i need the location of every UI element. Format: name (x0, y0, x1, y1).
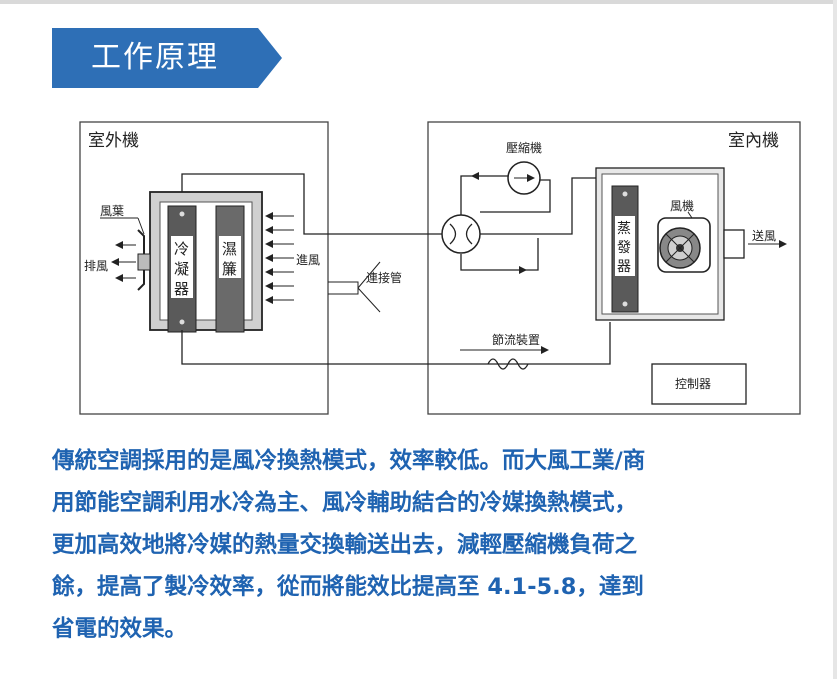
controller-box (651, 363, 747, 405)
condenser-label-1: 冷 (174, 240, 189, 258)
page-title: 工作原理 (91, 40, 219, 75)
working-principle-diagram: 室外機 室內機 冷 凝 器 濕 簾 風葉 排風 進風 連接管 (79, 121, 801, 415)
right-edge-strip (833, 0, 837, 679)
wet-curtain-label-1: 濕 (222, 240, 237, 258)
outdoor-unit-frame (79, 121, 329, 415)
fan-blade-label: 風葉 (100, 204, 124, 218)
intake-air-label: 進風 (296, 253, 320, 267)
supply-air-outlet (723, 229, 745, 259)
description-line-5: 省電的效果。 (52, 616, 188, 642)
evaporator-label-2: 發 (617, 240, 631, 256)
exhaust-air-label: 排風 (84, 259, 108, 273)
pipe-top (181, 173, 442, 235)
pipe-valve-bottom (460, 238, 539, 271)
evaporator-label-3: 器 (617, 259, 631, 275)
pipe-bottom (181, 322, 611, 365)
description-line-4: 餘，提高了製冷效率，從而將能效比提高至 4.1-5.8，達到 (52, 574, 644, 600)
four-way-valve (441, 214, 481, 254)
outdoor-unit-label: 室外機 (88, 131, 139, 151)
fan-hub (137, 253, 151, 271)
indoor-unit-frame (427, 121, 801, 415)
title-banner-arrow (258, 28, 282, 88)
supply-air-label: 送風 (752, 228, 776, 243)
indoor-unit-label: 室內機 (728, 131, 779, 151)
throttle-coil (487, 358, 529, 370)
title-banner (52, 28, 258, 88)
controller-label: 控制器 (675, 377, 711, 391)
compressor-label: 壓縮機 (506, 140, 542, 155)
condenser-label-2: 凝 (174, 260, 189, 278)
connecting-pipe-label: 連接管 (366, 270, 402, 285)
description-line-2: 用節能空調利用水冷為主、風冷輔助結合的冷媒換熱模式， (52, 490, 638, 516)
pipe-compressor-loop (460, 175, 510, 216)
condenser-label-3: 器 (174, 280, 189, 298)
description-line-3: 更加高效地將冷媒的熱量交換輸送出去，減輕壓縮機負荷之 (52, 532, 638, 558)
wet-curtain-label-2: 簾 (222, 260, 237, 278)
blower-label: 風機 (670, 198, 694, 213)
top-edge-strip (0, 0, 837, 4)
description-paragraph: 傳統空調採用的是風冷換熱模式，效率較低。而大風工業/商 用節能空調利用水冷為主、… (52, 440, 812, 650)
throttle-device-label: 節流裝置 (492, 332, 540, 347)
description-line-1: 傳統空調採用的是風冷換熱模式，效率較低。而大風工業/商 (52, 448, 646, 474)
evaporator-label-1: 蒸 (617, 221, 631, 237)
